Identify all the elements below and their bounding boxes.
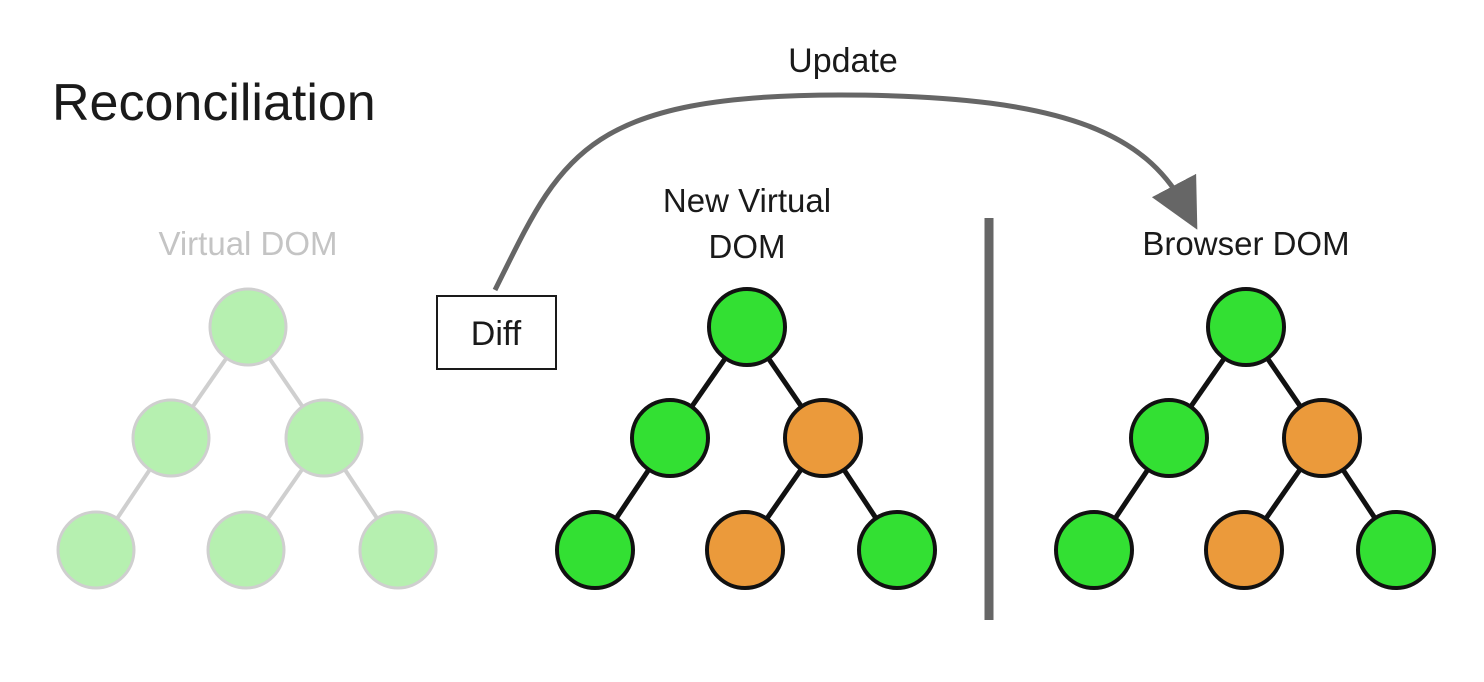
left-leaf-node (555, 510, 635, 590)
virtual-dom-tree: Virtual DOM (56, 225, 438, 590)
tree-label-line-0: Browser DOM (1142, 225, 1349, 262)
left-child-node (131, 398, 211, 478)
middle-leaf-node (206, 510, 286, 590)
browser-dom-tree: Browser DOM (1054, 225, 1436, 590)
tree-label-line-0: New Virtual (663, 182, 831, 219)
left-child-node (1129, 398, 1209, 478)
right-child-node-changed (783, 398, 863, 478)
root-node (1206, 287, 1286, 367)
left-leaf-node (1054, 510, 1134, 590)
right-leaf-node (358, 510, 438, 590)
diagram-title: Reconciliation (52, 74, 376, 132)
left-child-node (630, 398, 710, 478)
tree-label-line-0: Virtual DOM (158, 225, 337, 262)
middle-leaf-node-changed (1204, 510, 1284, 590)
diff-label: Diff (471, 315, 522, 353)
right-child-node (284, 398, 364, 478)
middle-leaf-node-changed (705, 510, 785, 590)
right-leaf-node (1356, 510, 1436, 590)
root-node (707, 287, 787, 367)
diff-box: Diff (436, 295, 557, 370)
update-arrow (492, 92, 1198, 292)
right-leaf-node (857, 510, 937, 590)
root-node (208, 287, 288, 367)
right-child-node-changed (1282, 398, 1362, 478)
tree-label-line-1: DOM (709, 228, 786, 265)
update-label: Update (788, 42, 898, 80)
left-leaf-node (56, 510, 136, 590)
